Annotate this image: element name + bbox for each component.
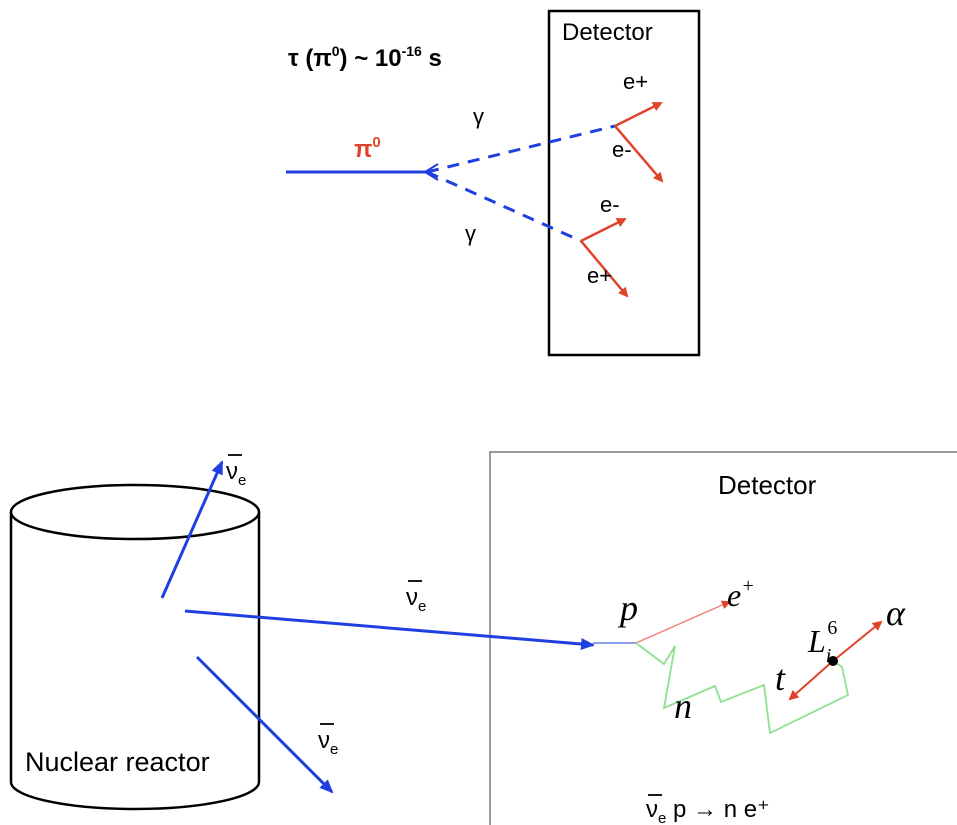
positron-track [635, 600, 731, 644]
top-detector-label: Detector [562, 19, 653, 46]
e-minus-lower-label: e- [600, 192, 620, 217]
electron-lower-track [580, 217, 627, 243]
lifetime-formula: τ (π0) ~ 10-16 s [288, 43, 442, 72]
gamma-upper-label: γ [473, 104, 484, 129]
neutron-zigzag-track [635, 642, 850, 735]
nu-label-up: νe [226, 454, 246, 489]
positron-upper-track [614, 101, 663, 128]
reactor-label: Nuclear reactor [25, 747, 210, 777]
nu-label-main: νe [406, 580, 426, 615]
reactor-cylinder [9, 483, 261, 811]
gamma-lower-label: γ [465, 221, 476, 246]
triton-label: t [775, 658, 786, 698]
svg-text:νe: νe [406, 584, 426, 615]
pion-label: π0 [354, 134, 381, 163]
svg-text:νe: νe [318, 727, 338, 758]
e-plus-upper-label: e+ [623, 69, 648, 94]
proton-label: p [617, 588, 638, 628]
bottom-detector-label: Detector [718, 470, 817, 500]
lithium-label: Li6 [807, 617, 837, 667]
reaction-equation: νe p → n e⁺ [646, 794, 770, 825]
svg-text:νe p → n e⁺: νe p → n e⁺ [646, 796, 770, 825]
reactor-neutrino-diagram: Nuclear reactor Detector νe νe νe p n t … [9, 451, 957, 825]
positron-label: e+ [727, 575, 755, 613]
triton-track [788, 660, 834, 701]
neutron-label: n [674, 686, 692, 726]
capture-vertex [828, 656, 838, 666]
bottom-detector-box [489, 451, 957, 825]
e-plus-lower-label: e+ [587, 263, 612, 288]
antineutrino-down-track [195, 655, 334, 794]
positron-lower-track [580, 240, 629, 298]
e-minus-upper-label: e- [612, 137, 632, 162]
alpha-label: α [886, 593, 906, 633]
photon-lower [426, 170, 582, 243]
alpha-track [832, 620, 883, 662]
svg-text:νe: νe [226, 458, 246, 489]
antineutrino-main-track [184, 609, 595, 650]
pion-decay-diagram: τ (π0) ~ 10-16 s Detector π0 γ γ e+ e- e… [286, 9, 701, 357]
photon-upper [426, 124, 616, 174]
top-detector-box [547, 9, 701, 357]
nu-label-down: νe [318, 723, 338, 758]
pion-arrowhead [423, 163, 439, 181]
electron-upper-track [614, 125, 664, 183]
antineutrino-up-track [160, 460, 224, 599]
